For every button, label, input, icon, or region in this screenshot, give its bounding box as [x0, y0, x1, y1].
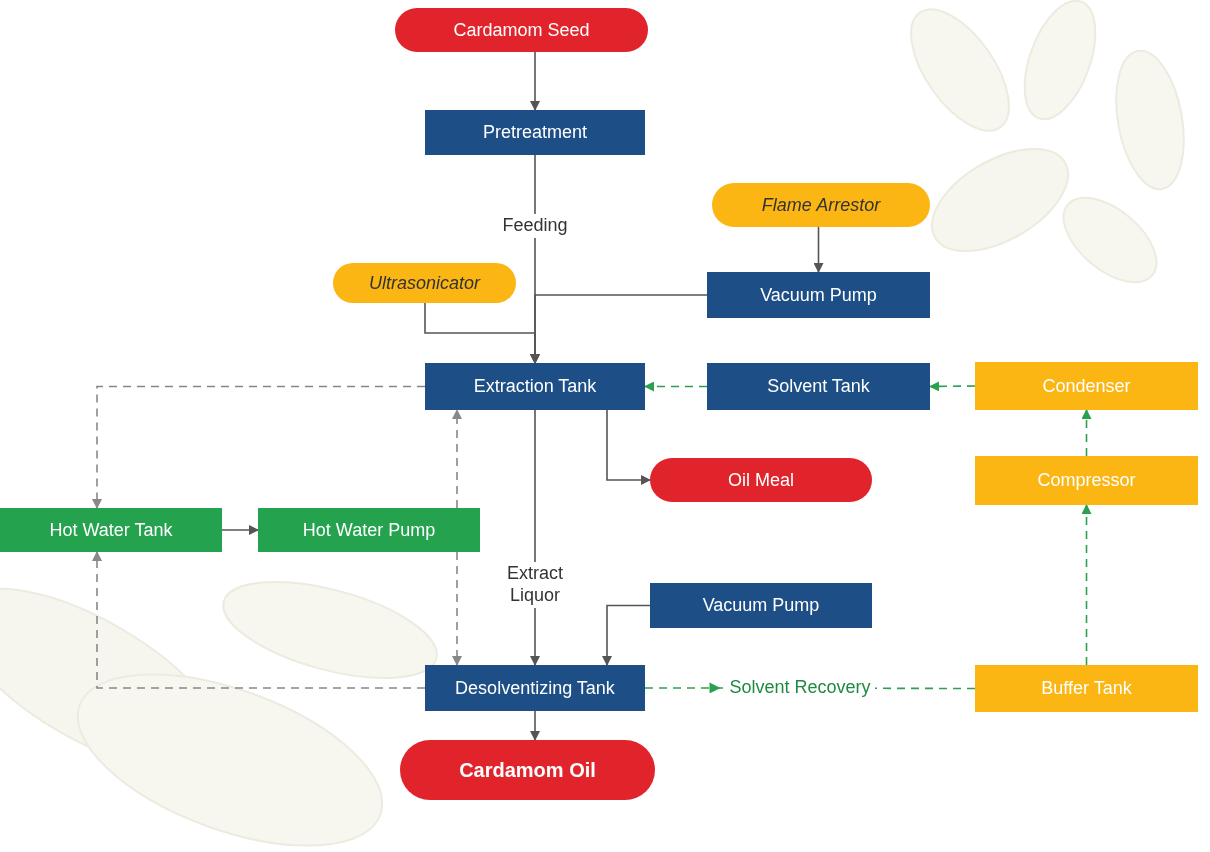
- node-text: Buffer Tank: [1041, 678, 1131, 699]
- flow-connector: [222, 529, 258, 531]
- node-text: Extraction Tank: [474, 376, 597, 397]
- process-box: Solvent Tank: [707, 363, 930, 410]
- edge-label: Feeding: [498, 214, 571, 238]
- auxiliary-pill: Ultrasonicator: [333, 263, 516, 303]
- flow-connector: [818, 227, 820, 272]
- node-text: Cardamom Seed: [453, 20, 589, 41]
- recovery-box: Compressor: [975, 456, 1198, 505]
- product-pill: Cardamom Seed: [395, 8, 648, 52]
- flow-connector: [534, 52, 536, 110]
- recovery-box: Condenser: [975, 362, 1198, 410]
- node-text: Solvent Tank: [767, 376, 870, 397]
- flow-connector: [607, 410, 650, 480]
- node-text: Vacuum Pump: [703, 595, 820, 616]
- node-text: Hot Water Tank: [49, 520, 172, 541]
- node-text: Flame Arrestor: [762, 195, 880, 216]
- node-text: Hot Water Pump: [303, 520, 435, 541]
- node-text: Condenser: [1042, 376, 1130, 397]
- node-text: Pretreatment: [483, 122, 587, 143]
- flow-connector: [425, 303, 535, 363]
- process-box: Vacuum Pump: [707, 272, 930, 318]
- process-box: Desolventizing Tank: [425, 665, 645, 711]
- node-text: Cardamom Oil: [459, 759, 596, 782]
- node-text: Desolventizing Tank: [455, 678, 615, 699]
- flow-connector: [456, 552, 458, 665]
- flow-connector: [1086, 410, 1088, 456]
- product-pill: Cardamom Oil: [400, 740, 655, 800]
- edge-label: Solvent Recovery: [725, 676, 874, 700]
- flow-connector: [534, 711, 536, 740]
- flow-connector: [534, 410, 536, 665]
- auxiliary-pill: Flame Arrestor: [712, 183, 930, 227]
- node-text: Ultrasonicator: [369, 273, 480, 294]
- flow-connector: [97, 387, 425, 509]
- flow-connector: [645, 386, 707, 388]
- edge-label: Extract Liquor: [491, 562, 579, 607]
- node-text: Compressor: [1037, 470, 1135, 491]
- flow-connector: [97, 552, 425, 688]
- hot-water-box: Hot Water Tank: [0, 508, 222, 552]
- flow-connector: [456, 410, 458, 508]
- hot-water-box: Hot Water Pump: [258, 508, 480, 552]
- flow-connector: [607, 606, 650, 666]
- node-text: Vacuum Pump: [760, 285, 877, 306]
- recovery-box: Buffer Tank: [975, 665, 1198, 712]
- flow-connector: [535, 295, 707, 363]
- flow-connector: [1086, 505, 1088, 665]
- process-box: Pretreatment: [425, 110, 645, 155]
- product-pill: Oil Meal: [650, 458, 872, 502]
- process-box: Extraction Tank: [425, 363, 645, 410]
- flow-connector: [930, 385, 975, 387]
- node-text: Oil Meal: [728, 470, 794, 491]
- process-box: Vacuum Pump: [650, 583, 872, 628]
